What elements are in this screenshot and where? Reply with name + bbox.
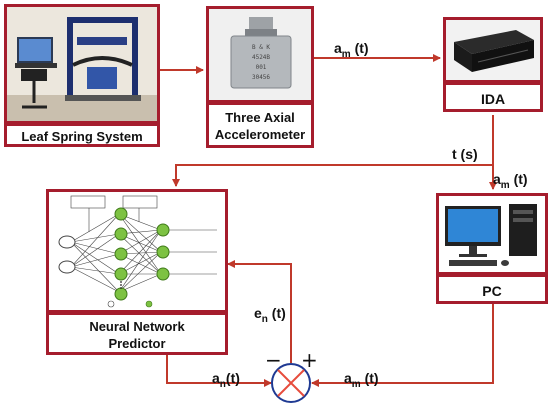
accelerometer-caption-2: Accelerometer	[214, 127, 306, 142]
pc-caption: PC	[482, 283, 502, 299]
accel-engraving-code: 001	[256, 64, 267, 71]
summing-junction	[271, 363, 311, 403]
signal-ts: t (s)	[452, 146, 478, 162]
nn-figure	[46, 189, 228, 313]
accelerometer-label-box: Three Axial Accelerometer	[206, 102, 314, 148]
nn-caption-1: Neural Network	[89, 319, 185, 334]
signal-am-right: am (t)	[493, 171, 528, 191]
accel-engraving-brand: B & K	[252, 44, 270, 51]
signal-am-top: am (t)	[334, 40, 369, 60]
ida-photo	[443, 17, 543, 83]
accel-engraving-serial: 30456	[252, 74, 270, 81]
accel-engraving-model: 4524B	[252, 54, 270, 61]
ida-label-box: IDA	[443, 82, 543, 112]
signal-am-bottom: am (t)	[344, 370, 379, 390]
wire-nn-to-sum	[166, 355, 272, 387]
plus-sign: +	[301, 348, 318, 372]
leaf-spring-label-box: Leaf Spring System	[4, 123, 160, 147]
nn-caption-2: Predictor	[108, 336, 166, 351]
leaf-spring-caption: Leaf Spring System	[21, 129, 143, 144]
wire-pc-to-sum	[311, 304, 494, 387]
pc-label-box: PC	[436, 274, 548, 304]
signal-an: an(t)	[212, 370, 240, 390]
leaf-spring-photo	[4, 4, 160, 124]
signal-en: en (t)	[254, 305, 286, 325]
wire-error-feedback	[227, 260, 292, 363]
accelerometer-photo: B & K 4524B 001 30456	[206, 6, 314, 103]
nn-label-box: Neural Network Predictor	[46, 312, 228, 355]
wire-branch-to-nn	[172, 164, 493, 187]
ida-caption: IDA	[480, 91, 506, 107]
minus-sign: −	[265, 348, 282, 372]
accelerometer-caption-1: Three Axial	[225, 110, 295, 125]
pc-photo	[436, 193, 548, 275]
